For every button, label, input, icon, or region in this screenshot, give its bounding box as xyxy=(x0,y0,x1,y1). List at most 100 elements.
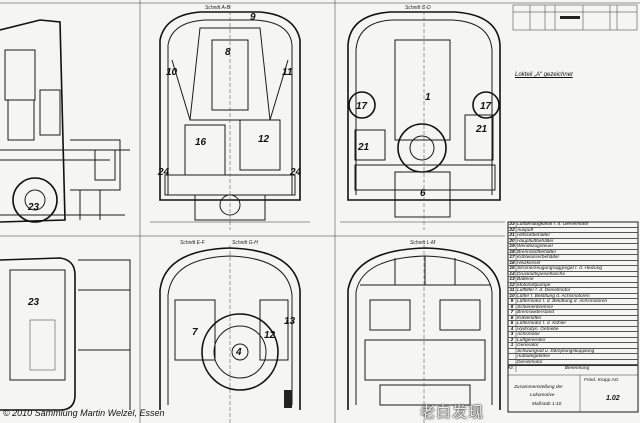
title-block: Zusammenstellung der Lokomotive Maßstab … xyxy=(510,377,638,411)
legend-text: Kühlerlüfter xyxy=(517,315,542,321)
legend-text: Luftgenerator xyxy=(517,337,546,343)
legend-number xyxy=(508,360,516,365)
sheet-number: 1.02 xyxy=(606,395,620,402)
legend-number: 13 xyxy=(509,277,515,282)
legend-text: Luftansaugkanal f. d. Dieselmotor xyxy=(517,222,589,227)
legend-number: 21 xyxy=(509,233,515,238)
part-number: 12 xyxy=(258,134,270,145)
part-number: 23 xyxy=(27,202,40,213)
part-number: 1 xyxy=(425,92,431,103)
section-ef-gh: Schnitt E-F Schnitt G-H 7 4 12 13 xyxy=(159,240,301,423)
legend-row: Aufladegebläse xyxy=(508,354,638,360)
legend-text: Heizkessel xyxy=(517,260,541,266)
legend-number: 1 xyxy=(510,343,514,348)
section-ab: Schnitt A-B 9 8 10 11 16 12 24 24 xyxy=(150,5,310,230)
section-cd: Schnitt C-D 1 17 17 21 21 6 xyxy=(340,5,505,230)
legend-text: Schwungrad u. Dämpfungskupplung xyxy=(517,348,595,354)
legend-text: Lüfter f. Belüftung d. Achsmotoren xyxy=(517,293,590,299)
revision-table xyxy=(512,4,638,31)
legend-header: Benennung xyxy=(564,366,590,371)
section-label: Schnitt L-M xyxy=(410,240,436,246)
legend-number: 5 xyxy=(510,321,514,326)
part-number: 7 xyxy=(192,327,198,338)
legend-number: 22 xyxy=(509,227,515,233)
legend-text: Bremswiderstand xyxy=(517,310,555,315)
part-number: 24 xyxy=(289,167,302,178)
part-number: 17 xyxy=(356,101,368,112)
drawing-title: Zusammenstellung der xyxy=(514,385,563,390)
plan-view-left: 23 xyxy=(0,257,131,411)
legend-text: Wendezugsteuer xyxy=(517,244,554,249)
legend-number: 9 xyxy=(510,299,514,304)
legend-number: 23 xyxy=(509,222,515,227)
copyright-text: © 2010 Sammlung Martin Welzel, Essen xyxy=(3,408,165,418)
section-label: Schnitt G-H xyxy=(232,240,258,246)
legend-number: 12 xyxy=(509,282,515,288)
legend-frame xyxy=(507,221,639,413)
legend-number: 18 xyxy=(509,249,515,255)
part-number: 23 xyxy=(27,297,40,308)
legend-number: 19 xyxy=(509,244,515,249)
legend-text: Batterie xyxy=(517,277,534,282)
legend-text: Lüftermotor f. d. Belüftung d. Achsmotor… xyxy=(517,299,608,304)
legend-text: Schienenbremse xyxy=(517,304,553,310)
legend-text: Brennstoffbehälter xyxy=(517,249,557,255)
legend-text: Aufladegebläse xyxy=(517,354,551,359)
legend-number xyxy=(508,354,516,359)
legend-no-header: Nr. xyxy=(508,366,515,371)
legend-number: 16 xyxy=(509,260,515,266)
legend-text: Kühlwasserbehälter xyxy=(517,255,560,260)
legend-number xyxy=(508,349,516,354)
legend-text: Hilfsluftbehälter xyxy=(517,233,551,238)
legend-number: 4 xyxy=(510,326,514,332)
legend-number: 3 xyxy=(510,332,514,337)
drawing-subtitle: Lokomotive xyxy=(530,393,555,398)
section-label: Schnitt A-B xyxy=(205,5,230,11)
legend-row: Dieselmotor xyxy=(508,360,638,365)
part-number: 24 xyxy=(157,167,170,178)
legend-text: Luftfilter f. d. Dieselmotor xyxy=(517,288,571,293)
legend-number: 10 xyxy=(509,293,515,299)
part-number: 17 xyxy=(480,101,492,112)
side-view-left: 23 xyxy=(0,19,130,223)
legend-text: Hauptluftbehälter xyxy=(517,238,554,244)
legend-text: Generator xyxy=(517,343,539,348)
part-number: 4 xyxy=(235,347,242,358)
watermark: 老白发现 xyxy=(420,403,485,421)
part-number: 12 xyxy=(264,330,276,341)
part-number: 8 xyxy=(225,47,231,58)
part-number: 10 xyxy=(166,67,178,78)
part-number: 16 xyxy=(195,137,207,148)
section-label: Schnitt C-D xyxy=(405,5,431,11)
drawing-scale: Maßstab 1:10 xyxy=(532,402,562,407)
legend-text: Achsmotor xyxy=(517,332,540,337)
legend-text: Hydrodyn. Getriebe xyxy=(517,326,559,332)
legend-text: Lüftermotor f. d. Kühler xyxy=(517,321,567,326)
legend-number: 8 xyxy=(510,304,514,310)
drawing-firm: Fried. Krupp AG xyxy=(584,378,619,383)
legend-row: Schwungrad u. Dämpfungskupplung xyxy=(508,348,638,354)
section-label: Schnitt E-F xyxy=(180,240,206,246)
legend-number: 20 xyxy=(509,238,515,244)
legend-number: 11 xyxy=(509,288,515,293)
part-number: 21 xyxy=(357,142,370,153)
